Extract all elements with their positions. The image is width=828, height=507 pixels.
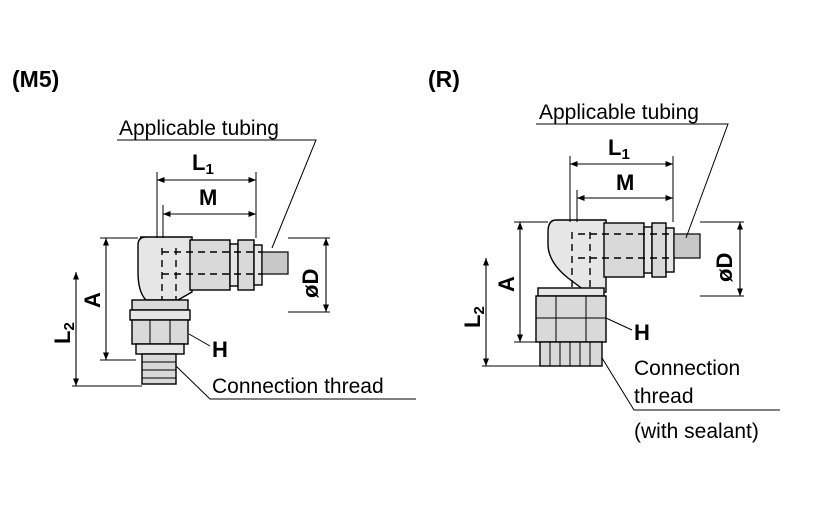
r-applicable-tubing-label: Applicable tubing bbox=[539, 101, 699, 124]
m5-thread-leader bbox=[175, 365, 416, 400]
r-title: (R) bbox=[428, 66, 460, 92]
m5-dim-L1-label: L1 bbox=[192, 150, 214, 178]
m5-fitting-body bbox=[129, 236, 289, 385]
r-connection-thread-line1: Connection bbox=[634, 357, 740, 380]
r-dim-L1-label: L1 bbox=[608, 135, 630, 163]
r-dim-H-label: H bbox=[634, 320, 650, 345]
r-thread-leader bbox=[601, 357, 780, 411]
r-fitting-body bbox=[535, 219, 701, 367]
m5-dim-H-label: H bbox=[212, 337, 228, 362]
r-dim-A-label: A bbox=[494, 276, 519, 292]
r-H-leader bbox=[605, 317, 633, 331]
r-view: (R) bbox=[428, 66, 780, 443]
m5-dim-A-label: A bbox=[80, 292, 105, 308]
r-extension-lines bbox=[482, 156, 744, 367]
m5-view: (M5) bbox=[12, 66, 416, 400]
r-connection-thread-line2: thread bbox=[634, 385, 694, 408]
r-dim-D-label: øD bbox=[712, 253, 737, 282]
m5-connection-thread-label: Connection thread bbox=[212, 375, 384, 398]
m5-dim-L2-label: L2 bbox=[50, 322, 78, 344]
m5-H-leader bbox=[188, 333, 211, 347]
m5-tubing-leader bbox=[117, 139, 317, 249]
m5-title: (M5) bbox=[12, 66, 59, 92]
r-dim-M-label: M bbox=[616, 170, 634, 195]
m5-dim-D-label: øD bbox=[298, 269, 323, 298]
r-connection-thread-line3: (with sealant) bbox=[634, 420, 759, 443]
m5-applicable-tubing-label: Applicable tubing bbox=[119, 117, 279, 140]
m5-dim-M-label: M bbox=[199, 185, 217, 210]
r-dim-L2-label: L2 bbox=[460, 306, 488, 328]
r-tubing-leader bbox=[536, 123, 729, 239]
